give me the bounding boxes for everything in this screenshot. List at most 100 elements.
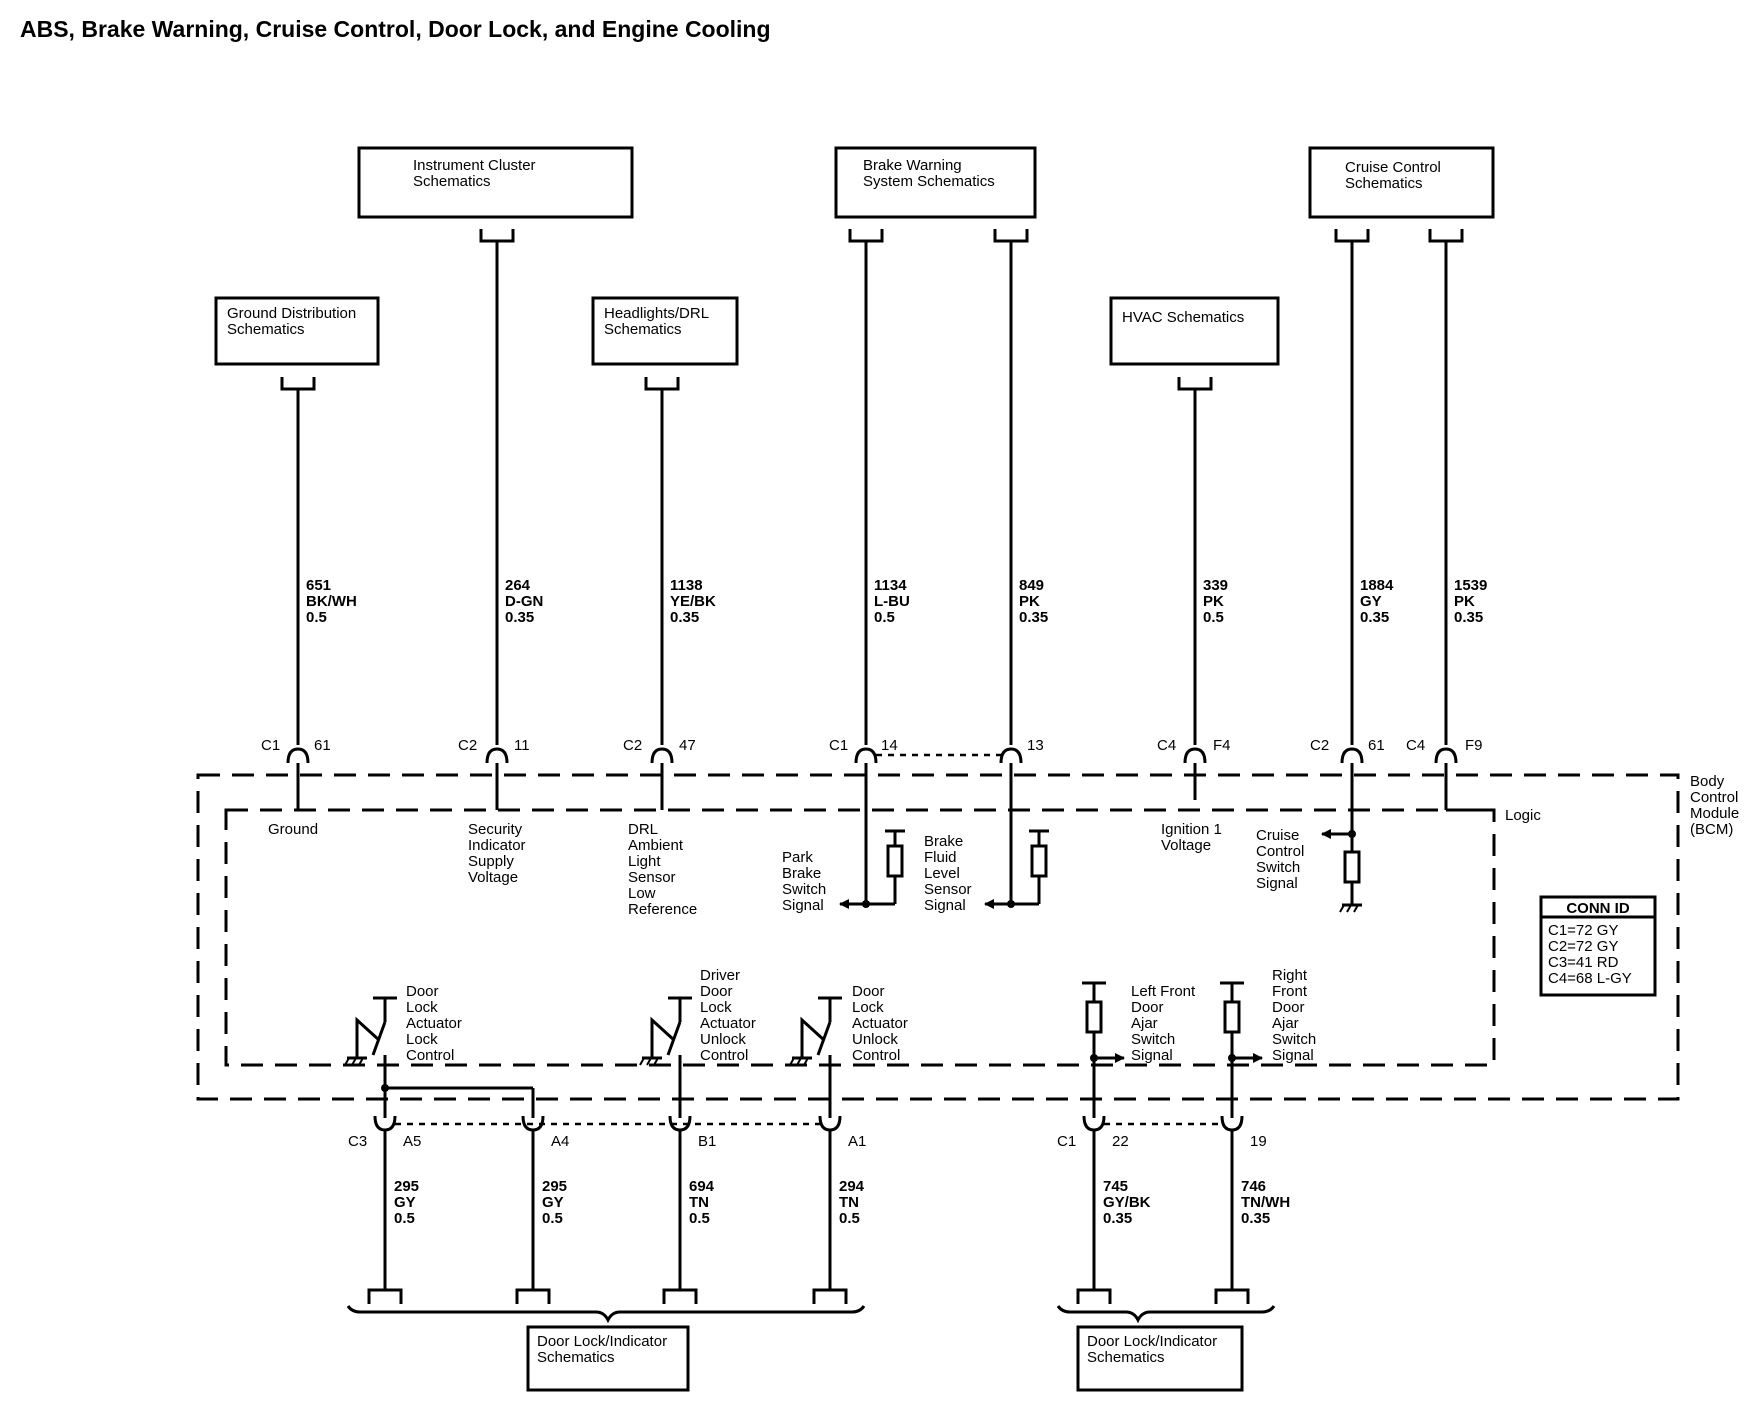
wire-color: TN [689, 1194, 709, 1211]
internal-label-driver-unlock-line: Lock [700, 999, 732, 1016]
wire-gauge: 0.35 [1360, 609, 1389, 626]
schematic-box-ground-distribution [214, 296, 380, 366]
internal-label-unlock-control-line: Unlock [852, 1031, 898, 1048]
connector-pin-arc [1434, 747, 1458, 764]
pin-number: 47 [679, 737, 696, 754]
internal-label-drl-ambient-line: Sensor [628, 869, 676, 886]
schematic-box-label-line: Door Lock/Indicator [537, 1333, 667, 1350]
connector-pin-arc [854, 747, 878, 764]
internal-label-rf-ajar-line: Front [1272, 983, 1308, 1000]
connector-id: C3 [348, 1133, 367, 1150]
junction-dot [1090, 1054, 1098, 1062]
connector-pin-arc [485, 747, 509, 764]
wire-gauge: 0.35 [1103, 1210, 1132, 1227]
wire-circuit-number: 294 [839, 1178, 865, 1195]
internal-label-unlock-control-line: Control [852, 1047, 900, 1064]
internal-label-rf-ajar-line: Door [1272, 999, 1305, 1016]
wire-circuit-number: 1134 [874, 577, 907, 594]
resistor-symbol [1030, 844, 1048, 878]
resistor-symbol [1343, 850, 1361, 884]
connector-id: C4 [1406, 737, 1425, 754]
connector-pin-arc [286, 747, 310, 764]
harness-brace [1056, 1305, 1276, 1324]
switch-actuator [355, 1016, 381, 1058]
internal-label-lock-control-line: Lock [406, 999, 438, 1016]
ground-symbol [653, 1057, 659, 1066]
ground-symbol [1353, 904, 1359, 913]
internal-label-lf-ajar-line: Signal [1131, 1047, 1173, 1064]
wire-color: TN/WH [1241, 1194, 1290, 1211]
conn-id-row-line: C2=72 GY [1548, 938, 1618, 955]
internal-label-drl-ambient-line: DRL [628, 821, 658, 838]
internal-label-unlock-control-line: Actuator [852, 1015, 908, 1032]
schematic-box-label-line: HVAC Schematics [1122, 309, 1244, 326]
internal-label-security-indicator-line: Indicator [468, 837, 526, 854]
internal-label-brake-fluid-line: Level [924, 865, 960, 882]
schematic-box-label-line: Schematics [537, 1349, 615, 1366]
internal-label-lock-control-line: Door [406, 983, 439, 1000]
conn-id-title: CONN ID [1566, 900, 1630, 917]
wire-color: TN [839, 1194, 859, 1211]
internal-label-drl-ambient-line: Low [628, 885, 656, 902]
internal-label-security-indicator-line: Voltage [468, 869, 518, 886]
wire-circuit-number: 264 [505, 577, 531, 594]
wire-gauge: 0.35 [1454, 609, 1483, 626]
internal-label-ground-line: Ground [268, 821, 318, 838]
conn-id-row-line: C1=72 GY [1548, 922, 1618, 939]
junction-dot [1348, 830, 1356, 838]
junction-dot [862, 900, 870, 908]
schematic-box-label-line: Cruise Control [1345, 159, 1441, 176]
page-title: ABS, Brake Warning, Cruise Control, Door… [20, 16, 771, 42]
schematic-box-label-line: Ground Distribution [227, 305, 356, 322]
connector-socket [1428, 229, 1464, 243]
pin-number: F9 [1465, 737, 1483, 754]
wire-color: GY/BK [1103, 1194, 1151, 1211]
wire-gauge: 0.35 [670, 609, 699, 626]
module-name-line: Body [1690, 773, 1725, 790]
junction-dot [1007, 900, 1015, 908]
wire-color: PK [1019, 593, 1040, 610]
connector-pin-arc [1082, 1115, 1106, 1132]
internal-label-driver-unlock-line: Control [700, 1047, 748, 1064]
wire-gauge: 0.35 [505, 609, 534, 626]
connector-socket [1076, 1288, 1112, 1304]
internal-label-ignition-1-line: Ignition 1 [1161, 821, 1222, 838]
resistor-symbol [1085, 1000, 1103, 1034]
logic-label: Logic [1505, 807, 1541, 824]
wire-color: PK [1454, 593, 1475, 610]
connector-id: C2 [458, 737, 477, 754]
schematic-box-brake-warning [834, 146, 1037, 219]
schematic-box-door-lock-indicator-2 [1076, 1325, 1244, 1392]
ground-symbol [1346, 904, 1352, 913]
harness-brace [346, 1305, 866, 1324]
connector-socket [515, 1288, 551, 1304]
schematic-box-label-line: Schematics [413, 173, 491, 190]
pin-number: 22 [1112, 1133, 1129, 1150]
pin-number: A4 [551, 1133, 569, 1150]
internal-label-lf-ajar-line: Ajar [1131, 1015, 1158, 1032]
internal-label-rf-ajar-line: Right [1272, 967, 1308, 984]
schematic-box-label-line: Schematics [227, 321, 305, 338]
pin-number: 19 [1250, 1133, 1267, 1150]
resistor-symbol [1223, 1000, 1241, 1034]
connector-socket [1214, 1288, 1250, 1304]
connector-id: C1 [261, 737, 280, 754]
wire-circuit-number: 1138 [670, 577, 703, 594]
ground-symbol [344, 1057, 350, 1066]
schematic-box-cruise-control [1308, 146, 1495, 219]
wire-color: PK [1203, 593, 1224, 610]
connector-socket [644, 377, 680, 391]
internal-label-driver-unlock-line: Door [700, 983, 733, 1000]
pin-number: A5 [403, 1133, 421, 1150]
connector-pin-arc [1340, 747, 1364, 764]
pin-number: F4 [1213, 737, 1231, 754]
module-name-line: Module [1690, 805, 1739, 822]
connector-id: C1 [1057, 1133, 1076, 1150]
connector-socket [479, 229, 515, 243]
wire-circuit-number: 295 [542, 1178, 567, 1195]
wire-circuit-number: 339 [1203, 577, 1228, 594]
schematic-box-instrument-cluster [357, 146, 634, 219]
wire-color: YE/BK [670, 593, 716, 610]
wire-gauge: 0.5 [689, 1210, 710, 1227]
conn-id-box [1539, 895, 1657, 997]
